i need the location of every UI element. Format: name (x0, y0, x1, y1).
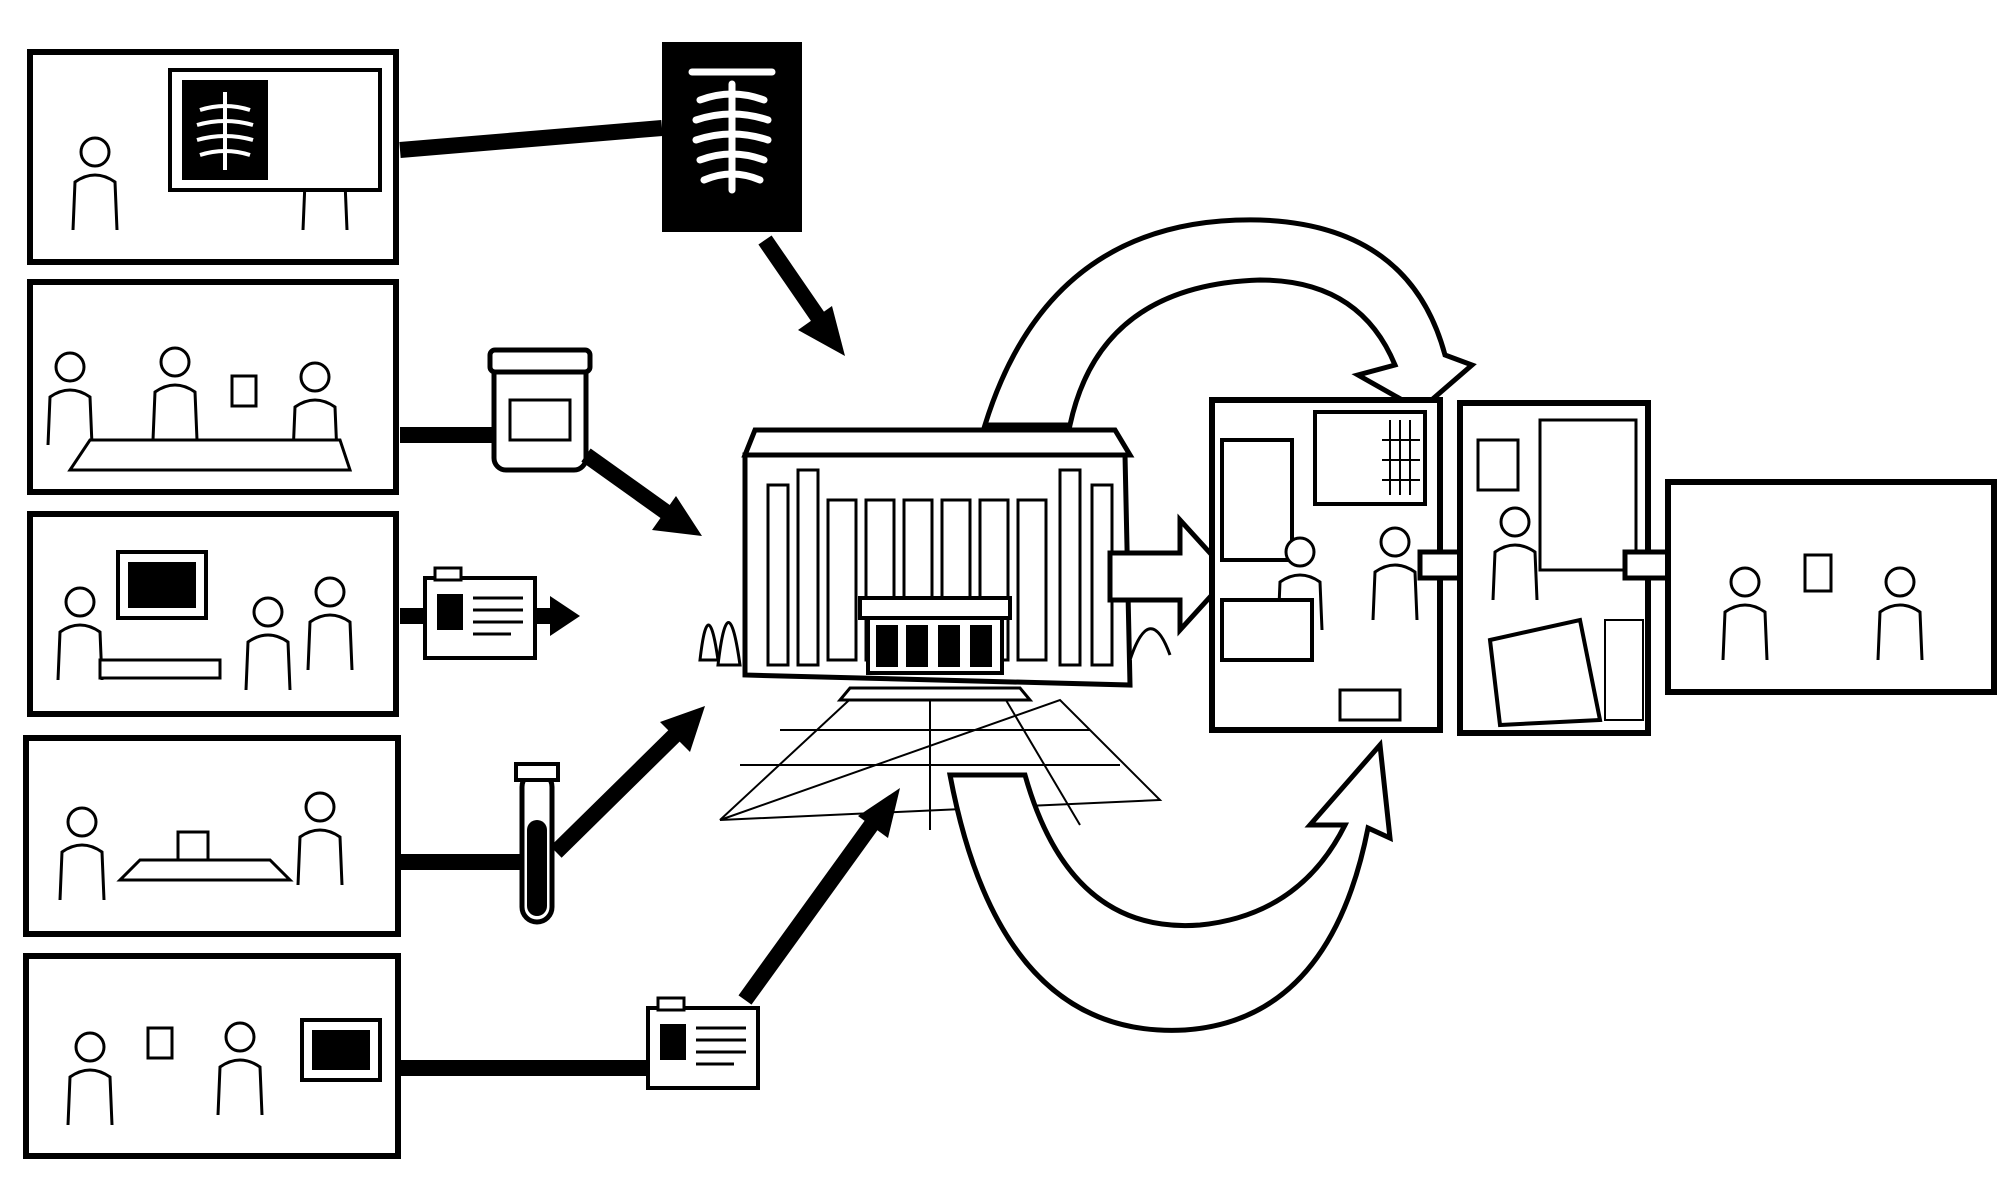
loop-arrow-top (981, 217, 1477, 428)
arrowhead (798, 306, 845, 356)
arrow-to-analysis (1107, 513, 1234, 637)
connector-lab (400, 706, 705, 925)
loop-arrow-bottom (946, 739, 1393, 1033)
panel-data-analysis (1209, 397, 1443, 733)
connector-records (400, 566, 580, 660)
panel-bedside-visit (27, 279, 399, 495)
connector-bedside (400, 347, 702, 536)
panel-xray-visit (27, 49, 399, 265)
hospital-building-icon (698, 427, 1172, 830)
connector-pharmacy (400, 788, 900, 1090)
record-card-icon (423, 566, 537, 660)
record-card-icon (646, 996, 760, 1090)
panel-lab-blood-draw (23, 735, 401, 937)
connector-xray (399, 42, 845, 356)
panel-prescription (1665, 479, 1997, 695)
panel-pharmacy-visit (23, 953, 401, 1159)
panel-computer-records-visit (27, 511, 399, 717)
panel-presentation (1457, 400, 1651, 736)
